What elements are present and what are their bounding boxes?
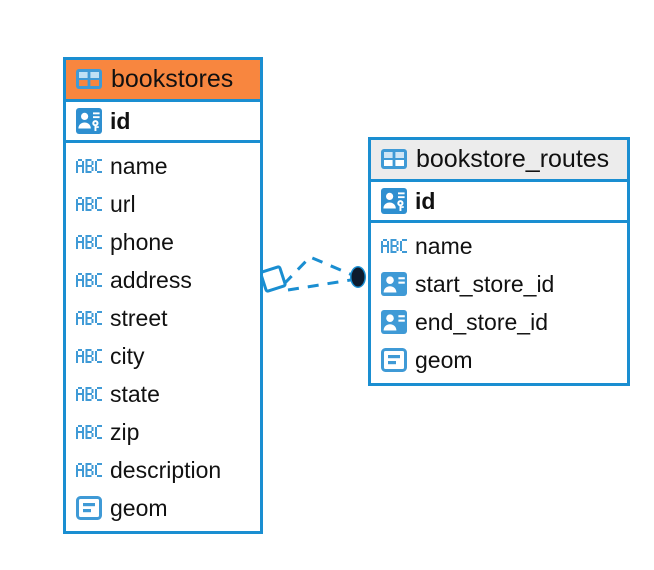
field-row-url[interactable]: url (66, 185, 260, 223)
field-row-start-store-id[interactable]: start_store_id (371, 265, 627, 303)
field-row-name[interactable]: name (66, 147, 260, 185)
field-row-street[interactable]: street (66, 299, 260, 337)
field-row-phone[interactable]: phone (66, 223, 260, 261)
field-name: url (110, 190, 136, 217)
entity-title: bookstores (111, 65, 234, 93)
primary-key-section: id (66, 99, 260, 144)
field-name: start_store_id (415, 270, 555, 297)
text-abc-icon (76, 425, 102, 440)
text-abc-icon (76, 159, 102, 174)
table-icon (381, 149, 407, 170)
primary-key-section: id (371, 179, 627, 224)
field-row-geom[interactable]: geom (371, 341, 627, 379)
field-name: name (415, 232, 473, 259)
field-name: end_store_id (415, 308, 548, 335)
field-row-geom[interactable]: geom (66, 489, 260, 527)
field-row-description[interactable]: description (66, 451, 260, 489)
text-abc-icon (381, 239, 407, 254)
text-abc-icon (76, 311, 102, 326)
field-name: geom (110, 494, 168, 521)
entity-table-bookstores[interactable]: bookstores id (63, 57, 263, 535)
relationship-edge-lines (282, 255, 358, 292)
field-row-id[interactable]: id (66, 102, 260, 140)
relationship-target-marker-circle-icon[interactable] (350, 266, 366, 288)
field-row-city[interactable]: city (66, 337, 260, 375)
field-row-zip[interactable]: zip (66, 413, 260, 451)
field-row-state[interactable]: state (66, 375, 260, 413)
field-name: city (110, 342, 145, 369)
geometry-icon (76, 496, 102, 521)
field-name: phone (110, 228, 174, 255)
field-name: name (110, 152, 168, 179)
entity-header-bookstores[interactable]: bookstores (66, 60, 260, 100)
field-list-bookstores: name url (66, 143, 260, 531)
text-abc-icon (76, 235, 102, 250)
entity-title: bookstore_routes (416, 145, 610, 173)
field-name: address (110, 266, 192, 293)
field-name: id (110, 107, 131, 134)
text-abc-icon (76, 273, 102, 288)
geometry-icon (381, 348, 407, 373)
entity-table-bookstore-routes[interactable]: bookstore_routes id (368, 137, 630, 387)
field-name: state (110, 380, 160, 407)
field-row-name[interactable]: name (371, 227, 627, 265)
text-abc-icon (76, 463, 102, 478)
primary-key-icon (76, 108, 102, 135)
primary-key-icon (381, 188, 407, 215)
field-row-id[interactable]: id (371, 182, 627, 220)
relationship-source-marker-diamond-icon[interactable] (259, 265, 287, 293)
entity-header-bookstore-routes[interactable]: bookstore_routes (371, 140, 627, 180)
field-row-end-store-id[interactable]: end_store_id (371, 303, 627, 341)
field-name: description (110, 456, 222, 483)
field-name: id (415, 187, 436, 214)
field-name: zip (110, 418, 140, 445)
field-name: geom (415, 346, 473, 373)
foreign-key-icon (381, 310, 407, 335)
field-list-bookstore-routes: name start_store_id (371, 223, 627, 383)
text-abc-icon (76, 387, 102, 402)
foreign-key-icon (381, 272, 407, 297)
text-abc-icon (76, 349, 102, 364)
text-abc-icon (76, 197, 102, 212)
field-name: street (110, 304, 168, 331)
table-icon (76, 69, 102, 90)
field-row-address[interactable]: address (66, 261, 260, 299)
